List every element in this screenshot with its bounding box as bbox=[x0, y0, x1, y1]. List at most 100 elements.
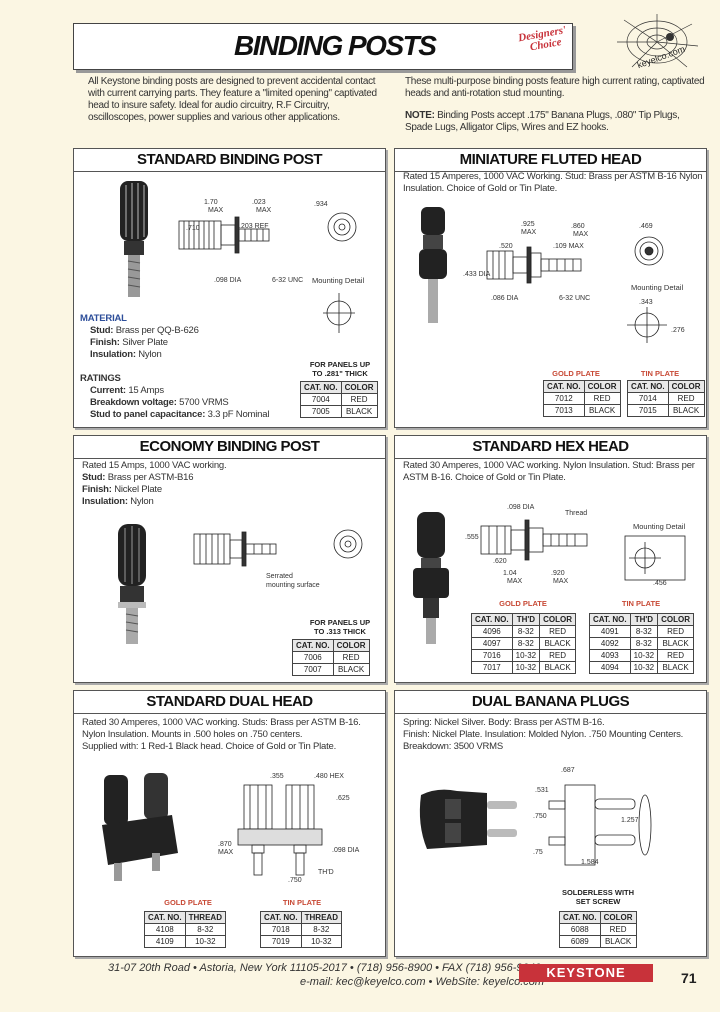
dim-label: .109 MAX bbox=[553, 243, 584, 250]
material-insulation: Insulation: Nylon bbox=[90, 349, 162, 360]
dim-label: .098 DIA bbox=[214, 277, 242, 284]
dim-label: .480 HEX bbox=[314, 773, 344, 780]
ratings-heading: RATINGS bbox=[80, 373, 121, 384]
side-view-drawing bbox=[486, 246, 582, 284]
stud-spec: Stud: Brass per ASTM-B16 bbox=[82, 472, 194, 483]
panel-standard-binding-post: STANDARD BINDING POST 1.70 MAX .023 MAX … bbox=[73, 148, 386, 428]
panel-economy-binding-post: ECONOMY BINDING POST Rated 15 Amps, 1000… bbox=[73, 435, 386, 683]
dim-label: MAX bbox=[507, 578, 523, 585]
binding-post-photo bbox=[120, 181, 148, 297]
dim-label: .098 DIA bbox=[332, 847, 360, 854]
dim-label: 6-32 UNC bbox=[272, 277, 304, 284]
rating-breakdown: Breakdown voltage: 5700 VRMS bbox=[90, 397, 229, 408]
section-title: STANDARD BINDING POST bbox=[74, 149, 385, 172]
finish-spec: Finish: Nickel Plate bbox=[82, 484, 162, 495]
section-description: Spring: Nickel Silver. Body: Brass per A… bbox=[403, 717, 605, 728]
spider-web-logo bbox=[617, 14, 699, 68]
dim-label: .433 DIA bbox=[463, 271, 491, 278]
mounting-detail-drawing bbox=[624, 535, 686, 581]
gold-plate-label: GOLD PLATE bbox=[164, 898, 212, 907]
section-description: Rated 15 Amperes, 1000 VAC Working. Stud… bbox=[403, 171, 703, 194]
dim-label: .934 bbox=[314, 201, 328, 208]
dim-label: .276 bbox=[671, 327, 685, 334]
dim-label: .555 bbox=[465, 534, 479, 541]
intro-note: NOTE: Binding Posts accept .175" Banana … bbox=[405, 110, 680, 133]
panel-standard-hex-head: STANDARD HEX HEAD Rated 30 Amperes, 1000… bbox=[394, 435, 707, 683]
section-description: Breakdown: 3500 VRMS bbox=[403, 741, 504, 752]
dim-label: .750 bbox=[288, 877, 302, 884]
panel-miniature-fluted-head: MINIATURE FLUTED HEAD Rated 15 Amperes, … bbox=[394, 148, 707, 428]
section-title: DUAL BANANA PLUGS bbox=[395, 691, 706, 714]
dim-label: MAX bbox=[573, 231, 589, 238]
rating-current: Current: 15 Amps bbox=[90, 385, 164, 396]
side-view-drawing bbox=[480, 519, 588, 561]
dim-label: .098 DIA bbox=[507, 504, 535, 511]
side-view-drawing bbox=[178, 216, 270, 254]
mounting-detail-label: Mounting Detail bbox=[312, 276, 365, 285]
banana-plug-photo bbox=[419, 789, 517, 849]
tin-plate-label: TIN PLATE bbox=[621, 599, 661, 608]
dim-label: TH'D bbox=[318, 869, 334, 876]
dim-label: .860 bbox=[571, 223, 585, 230]
title-bar: BINDING POSTS bbox=[73, 23, 573, 70]
dim-label: .687 bbox=[561, 767, 575, 774]
dim-label: 1.257 bbox=[621, 817, 639, 824]
tin-plate-label: TIN PLATE bbox=[640, 369, 680, 378]
mounting-detail-label: Mounting Detail bbox=[631, 283, 684, 292]
keystone-logo: KEYSTONE bbox=[519, 964, 653, 982]
dim-label: .710 bbox=[186, 225, 200, 232]
page-number: 71 bbox=[681, 970, 697, 986]
page-title: BINDING POSTS bbox=[234, 30, 437, 61]
front-view-drawing bbox=[333, 529, 363, 559]
side-view-drawing bbox=[193, 531, 277, 567]
dim-label: .920 bbox=[551, 570, 565, 577]
panel-standard-dual-head: STANDARD DUAL HEAD Rated 30 Amperes, 100… bbox=[73, 690, 386, 957]
front-view-drawing bbox=[327, 212, 357, 242]
dim-label: .469 bbox=[639, 223, 653, 230]
dim-label: .625 bbox=[336, 795, 350, 802]
dim-label: MAX bbox=[256, 207, 272, 214]
section-description: Supplied with: 1 Red-1 Black head. Choic… bbox=[82, 741, 337, 752]
dim-label: .086 DIA bbox=[491, 295, 519, 302]
banana-plug-drawing bbox=[548, 784, 652, 866]
section-title: MINIATURE FLUTED HEAD bbox=[395, 149, 706, 172]
section-title: STANDARD HEX HEAD bbox=[395, 436, 706, 459]
material-finish: Finish: Silver Plate bbox=[90, 337, 168, 348]
hex-post-photo bbox=[413, 512, 449, 644]
panel-thickness-note: FOR PANELS UP TO .281" THICK bbox=[309, 360, 371, 378]
mounting-detail-drawing bbox=[627, 307, 667, 343]
dual-head-drawing bbox=[237, 784, 323, 876]
dim-label: 1.04 bbox=[503, 570, 517, 577]
fluted-post-photo bbox=[419, 207, 447, 323]
gold-plate-label: GOLD PLATE bbox=[499, 599, 547, 608]
gold-plate-label: GOLD PLATE bbox=[552, 369, 600, 378]
dim-label: .520 bbox=[499, 243, 513, 250]
dim-label: .925 bbox=[521, 221, 535, 228]
dim-label: .75 bbox=[533, 849, 543, 856]
dim-label: .870 bbox=[218, 841, 232, 848]
section-description: Rated 15 Amps, 1000 VAC working. bbox=[82, 460, 227, 471]
section-description: Finish: Nickel Plate. Insulation: Molded… bbox=[403, 729, 684, 740]
